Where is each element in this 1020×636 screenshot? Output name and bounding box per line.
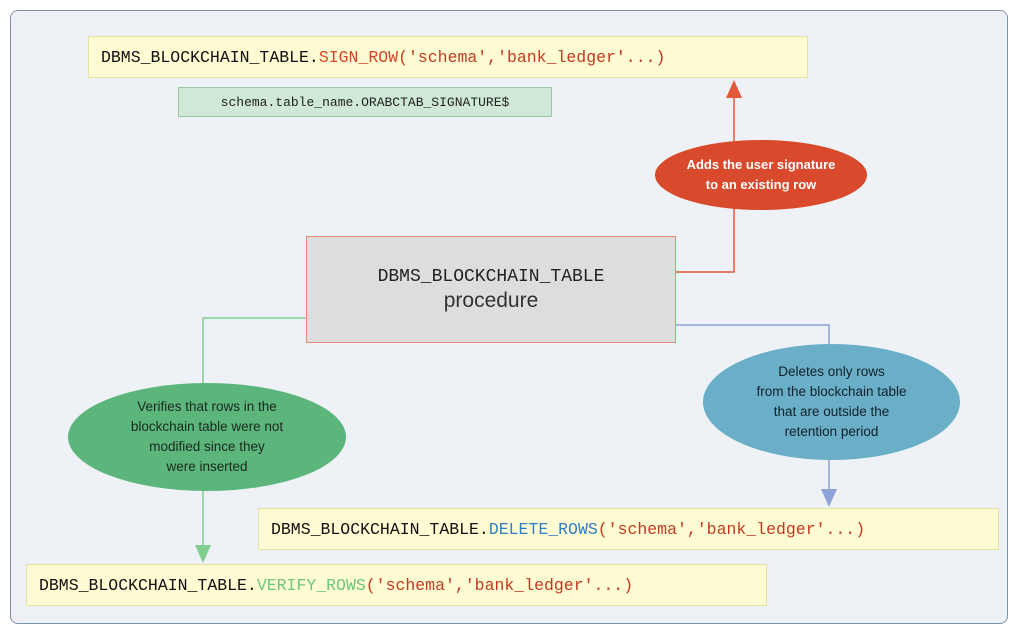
sign-row-prefix: DBMS_BLOCKCHAIN_TABLE.: [101, 47, 319, 67]
delete-note-line: from the blockchain table: [756, 384, 907, 399]
verify-note-line: modified since they: [149, 439, 265, 454]
verify-note-line: Verifies that rows in the: [137, 399, 277, 414]
verify-rows-prefix: DBMS_BLOCKCHAIN_TABLE.: [39, 575, 257, 595]
delete-note: Deletes only rows from the blockchain ta…: [703, 344, 960, 460]
delete-note-line: that are outside the: [773, 404, 890, 419]
procedure-box: DBMS_BLOCKCHAIN_TABLE procedure: [306, 236, 676, 343]
procedure-label: procedure: [443, 288, 539, 312]
delete-rows-fn: DELETE_ROWS: [488, 519, 598, 539]
delete-note-line: Deletes only rows: [778, 364, 885, 379]
signature-table-label: schema.table_name.ORABCTAB_SIGNATURE$: [178, 87, 552, 117]
verify-arrowhead: [195, 545, 211, 563]
procedure-name: DBMS_BLOCKCHAIN_TABLE: [377, 266, 605, 287]
delete-rows-args: ('schema','bank_ledger'...): [597, 519, 866, 539]
verify-rows-call: DBMS_BLOCKCHAIN_TABLE.VERIFY_ROWS('schem…: [26, 564, 767, 606]
verify-note-line: were inserted: [166, 459, 248, 474]
verify-rows-args: ('schema','bank_ledger'...): [365, 575, 634, 595]
sign-row-fn: SIGN_ROW: [318, 47, 399, 67]
delete-rows-prefix: DBMS_BLOCKCHAIN_TABLE.: [271, 519, 489, 539]
verify-note-line: blockchain table were not: [130, 419, 284, 434]
verify-note: Verifies that rows in the blockchain tab…: [68, 383, 346, 491]
verify-rows-fn: VERIFY_ROWS: [256, 575, 366, 595]
sign-note-line: to an existing row: [705, 177, 817, 192]
delete-note-line: retention period: [784, 424, 879, 439]
sign-note: Adds the user signature to an existing r…: [655, 140, 867, 210]
delete-rows-call: DBMS_BLOCKCHAIN_TABLE.DELETE_ROWS('schem…: [258, 508, 999, 550]
delete-arrowhead: [821, 489, 837, 507]
sign-note-line: Adds the user signature: [686, 157, 836, 172]
sign-row-call: DBMS_BLOCKCHAIN_TABLE.SIGN_ROW('schema',…: [88, 36, 808, 78]
sign-arrowhead: [726, 80, 742, 98]
sign-row-args: ('schema','bank_ledger'...): [398, 47, 666, 67]
